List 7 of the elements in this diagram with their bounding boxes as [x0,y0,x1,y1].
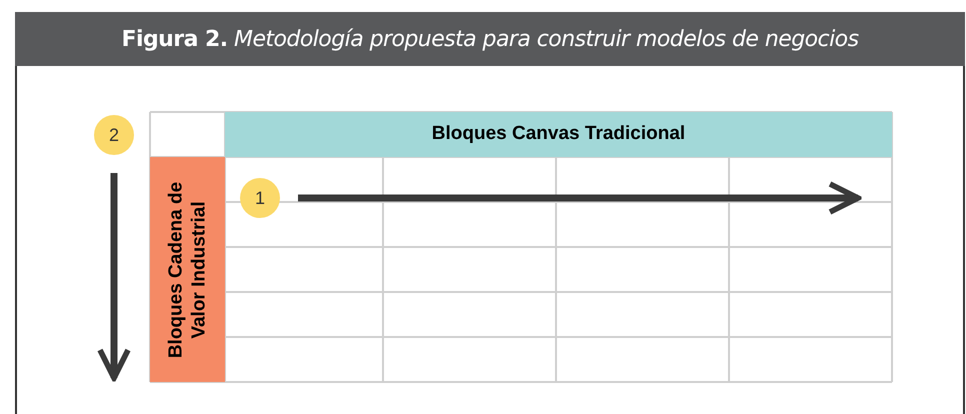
arrow [97,173,131,381]
column-header-text: Bloques Canvas Tradicional [432,122,686,146]
row-header-cell [150,157,225,382]
figure-title: Figura 2. Metodología propuesta para construir modelos de negocios [122,26,858,54]
arrow [298,181,861,215]
header-cell [225,112,892,157]
row-header-text: Bloques Cadena de Valor Industrial [164,180,210,360]
